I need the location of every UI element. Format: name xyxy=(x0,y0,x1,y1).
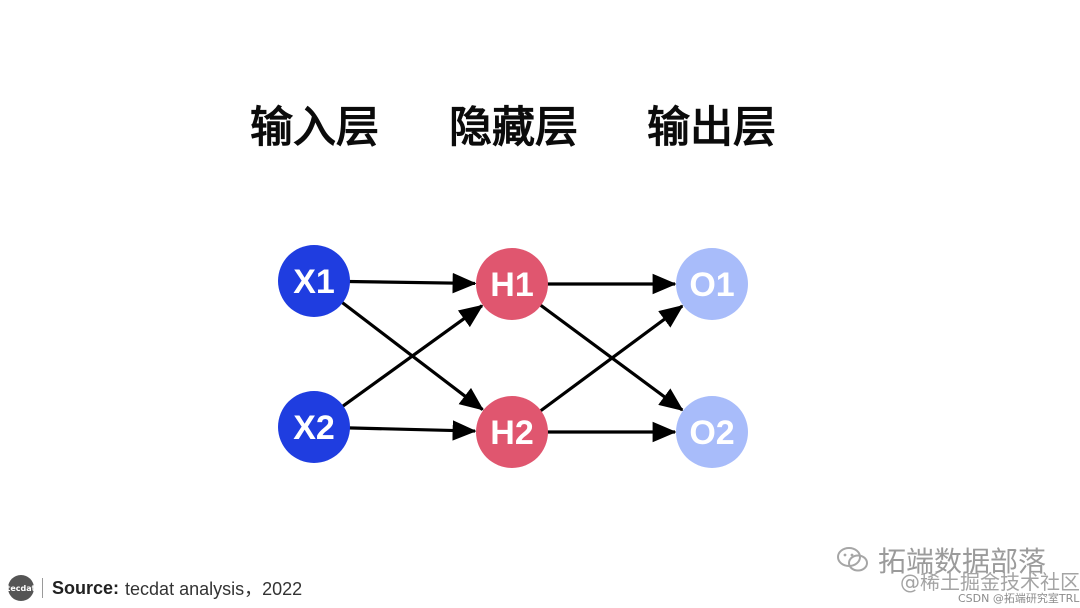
node-x1: X1 xyxy=(278,245,350,317)
node-o2: O2 xyxy=(676,396,748,468)
tecdat-logo: tecdat xyxy=(6,575,36,601)
node-h1: H1 xyxy=(476,248,548,320)
source-footer: tecdat Source: tecdat analysis，2022 xyxy=(6,574,303,602)
node-label-o1: O1 xyxy=(689,266,734,304)
edge-h2-o1 xyxy=(538,304,684,414)
node-label-x1: X1 xyxy=(293,263,335,301)
output-layer-title: 输出层 xyxy=(647,103,776,153)
node-circle-x2 xyxy=(278,391,350,463)
edge-x2-h1 xyxy=(340,304,484,409)
node-label-o2: O2 xyxy=(689,414,734,452)
csdn-watermark: CSDN @拓端研究室TRL xyxy=(958,592,1080,605)
input-layer-title: 输入层 xyxy=(250,103,379,153)
hidden-layer-title: 隐藏层 xyxy=(449,103,578,153)
node-h2: H2 xyxy=(476,396,548,468)
wechat-watermark-text: 拓端数据部落 xyxy=(878,545,1047,578)
juejin-watermark: @稀土掘金技术社区 xyxy=(900,570,1080,594)
connections xyxy=(340,272,684,443)
source-label: Source: xyxy=(52,577,120,598)
node-o1: O1 xyxy=(676,248,748,320)
wechat-icon xyxy=(837,547,868,572)
source-text: tecdat analysis，2022 xyxy=(125,579,303,599)
logo-divider xyxy=(42,578,43,598)
node-label-h2: H2 xyxy=(490,414,533,452)
node-circle-x1 xyxy=(278,245,350,317)
edge-x2-h2 xyxy=(347,420,477,441)
node-circle-o2 xyxy=(676,396,748,468)
logo-text: tecdat xyxy=(6,583,36,593)
node-circle-h2 xyxy=(476,396,548,468)
node-label-x2: X2 xyxy=(293,409,335,447)
node-circle-o1 xyxy=(676,248,748,320)
node-x2: X2 xyxy=(278,391,350,463)
edge-x1-h1 xyxy=(347,272,477,294)
wechat-watermark: 拓端数据部落 xyxy=(836,540,1046,580)
node-label-h1: H1 xyxy=(490,266,533,304)
node-circle-h1 xyxy=(476,248,548,320)
